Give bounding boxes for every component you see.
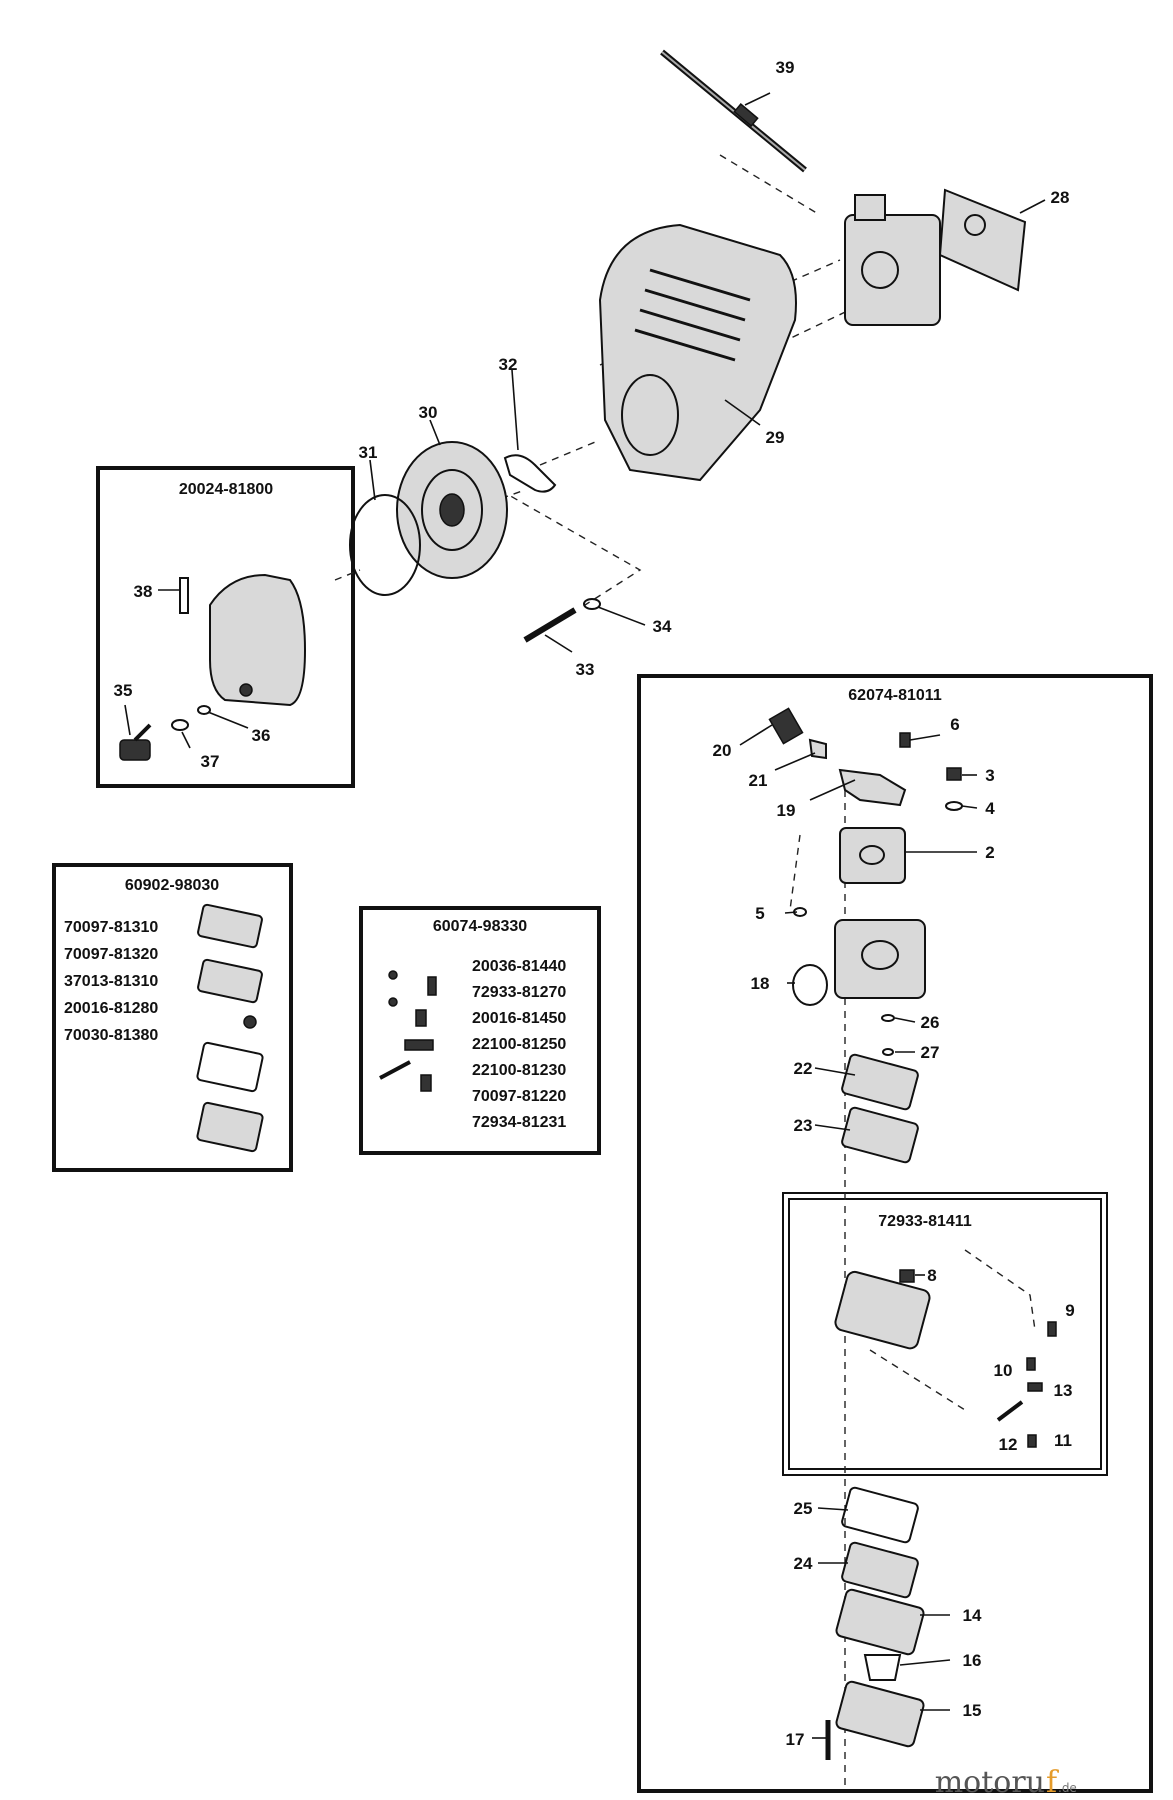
starter-kit-title: 20024-81800 [179,481,273,498]
callout-16: 16 [963,1651,982,1670]
screw-kit-item: 22100-81230 [472,1062,566,1079]
leader-lines [124,92,1046,1739]
rebuild-kit-item: 37013-81310 [64,973,158,990]
watermark-suffix: .de [1058,1781,1077,1795]
washer-36 [197,705,211,715]
mount-bolt [523,607,577,643]
recoil-spring [349,494,421,596]
rebuild-kit-item: 20016-81280 [64,1000,158,1017]
screw-kit-item: 20016-81450 [472,1010,566,1027]
callout-32: 32 [499,355,518,374]
watermark-brand: motoru [935,1765,1045,1800]
callout-10: 10 [994,1361,1013,1380]
callout-14: 14 [963,1606,982,1625]
carburetor-top [844,194,941,326]
throttle-cable [660,49,807,173]
callout-25: 25 [794,1499,813,1518]
bolt-washer [583,598,601,610]
rebuild-kit-list: 70097-81310 70097-81320 37013-81310 2001… [64,919,158,1044]
callout-19: 19 [777,801,796,820]
carburetor-parts [768,707,1057,1760]
pump-body-kit-box-outer [782,1192,1108,1476]
pump-body-kit-box-inner [788,1198,1102,1470]
rebuild-kit-title: 60902-98030 [125,877,219,894]
screw-kit-parts [379,970,437,1092]
screw-kit-item: 72933-81270 [472,984,566,1001]
callout-27: 27 [921,1043,940,1062]
callout-4: 4 [985,799,995,818]
callout-28: 28 [1051,188,1070,207]
gasket [503,454,557,493]
callout-20: 20 [713,741,732,760]
carburetor-box [637,674,1153,1793]
callout-23: 23 [794,1116,813,1135]
callout-11: 11 [1054,1431,1072,1450]
callout-34: 34 [653,617,672,636]
callout-37: 37 [201,752,220,771]
watermark-logo: motoru f .de [935,1765,1077,1800]
screw-kit-item: 70097-81220 [472,1088,566,1105]
callout-2: 2 [985,843,994,862]
rebuild-kit-box [52,863,293,1172]
screw-kit-title: 60074-98330 [433,918,527,935]
carburetor-title: 62074-81011 [848,687,942,704]
callout-22: 22 [794,1059,813,1078]
pump-body-kit-title: 72933-81411 [878,1213,972,1230]
decal [179,577,189,614]
screw-kit-item: 20036-81440 [472,958,566,975]
callout-30: 30 [419,403,438,422]
starter-cover [209,573,307,707]
washer-37 [171,719,189,731]
callout-18: 18 [751,974,770,993]
screw-kit-item: 72934-81231 [472,1114,566,1131]
callout-numbers: 39 28 29 32 30 31 38 35 36 37 33 34 20 2… [114,58,1075,1749]
callout-36: 36 [252,726,271,745]
insulator-hole [964,214,986,236]
callout-12: 12 [999,1435,1018,1454]
callout-9: 9 [1065,1301,1074,1320]
callout-8: 8 [927,1266,936,1285]
starter-handle [119,723,152,761]
callout-26: 26 [921,1013,940,1032]
rebuild-kit-item: 70097-81320 [64,946,158,963]
rebuild-kit-parts [196,903,264,1153]
callout-3: 3 [985,766,994,785]
callout-35: 35 [114,681,133,700]
recoil-pulley [396,441,508,579]
callout-31: 31 [359,443,378,462]
callout-6: 6 [950,715,959,734]
callout-38: 38 [134,582,153,601]
screw-kit-list: 20036-81440 72933-81270 20016-81450 2210… [472,958,566,1131]
callout-29: 29 [766,428,785,447]
callout-21: 21 [749,771,768,790]
starter-kit-box [96,466,355,788]
callout-5: 5 [755,904,764,923]
rebuild-kit-item: 70030-81380 [64,1027,158,1044]
rebuild-kit-item: 70097-81310 [64,919,158,936]
insulator-plate [938,188,1027,292]
callout-24: 24 [794,1554,813,1573]
screw-kit-item: 22100-81250 [472,1036,566,1053]
callout-17: 17 [786,1730,805,1749]
callout-15: 15 [963,1701,982,1720]
callout-39: 39 [776,58,795,77]
callout-33: 33 [576,660,595,679]
callout-13: 13 [1054,1381,1073,1400]
screw-kit-box [359,906,601,1155]
watermark-brand-accent: f [1046,1765,1059,1800]
